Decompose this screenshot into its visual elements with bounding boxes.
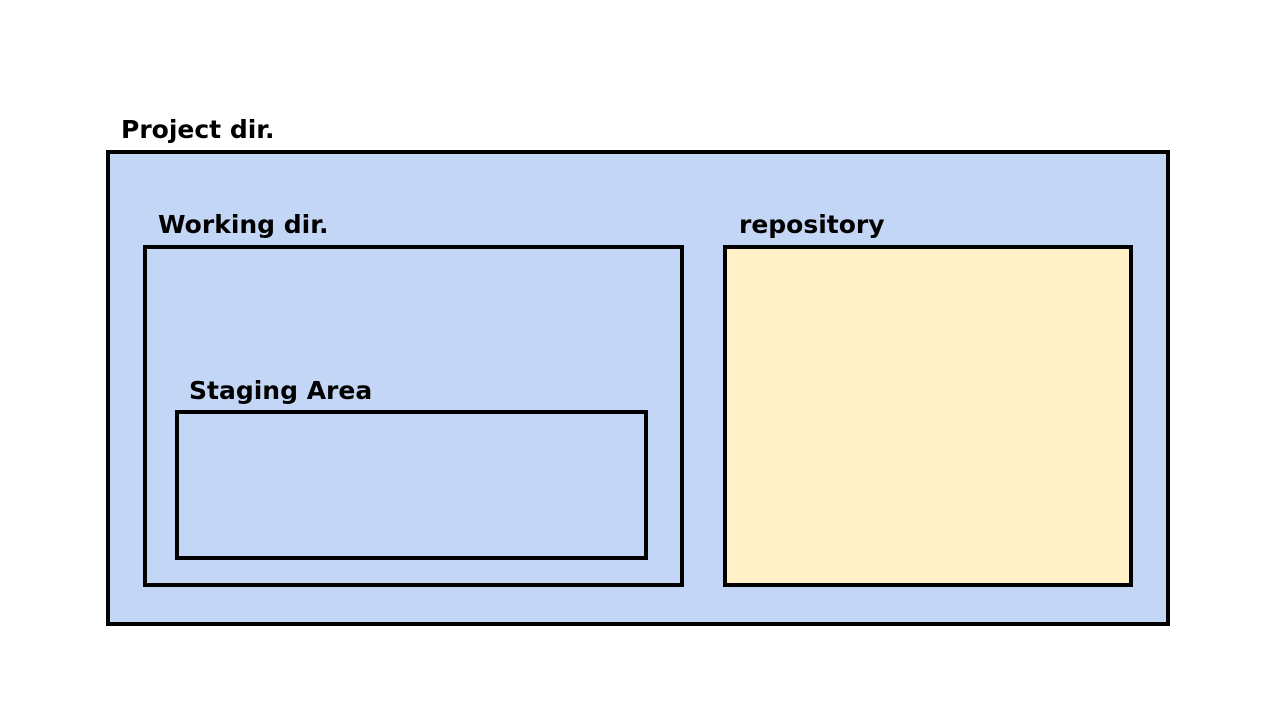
repository-box <box>723 245 1133 587</box>
repository-label: repository <box>739 210 885 239</box>
staging-area-label: Staging Area <box>189 376 373 405</box>
project-dir-label: Project dir. <box>121 115 275 144</box>
staging-area-box <box>175 410 648 560</box>
working-dir-label: Working dir. <box>158 210 329 239</box>
